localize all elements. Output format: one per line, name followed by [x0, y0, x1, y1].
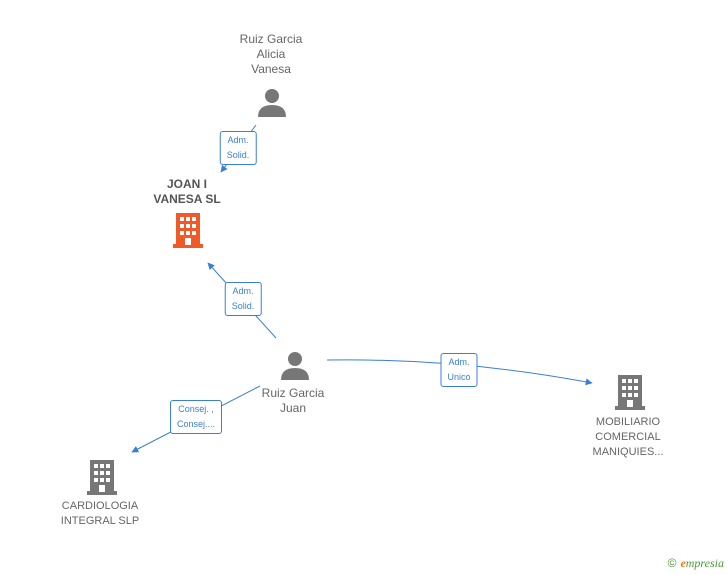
brand-logo-initial: e [680, 556, 686, 570]
person-icon[interactable] [257, 88, 287, 118]
node-label-ruiz-alicia[interactable]: Ruiz Garcia Alicia Vanesa [239, 32, 303, 76]
edge-badge-juan-to-mobiliario[interactable]: Adm. Unico [440, 353, 478, 387]
copyright-symbol: © [667, 556, 677, 570]
node-label-ruiz-juan[interactable]: Ruiz Garcia Juan [261, 386, 325, 415]
building-icon[interactable] [173, 213, 203, 248]
brand-logo-text: mpresia [685, 556, 724, 570]
node-label-mobiliario[interactable]: MOBILIARIO COMERCIAL MANIQUIES... [592, 416, 664, 458]
building-icon[interactable] [615, 375, 645, 410]
building-icon[interactable] [87, 460, 117, 495]
node-label-joan-vanesa[interactable]: JOAN I VANESA SL [153, 177, 221, 206]
edge-badge-alicia-to-joan[interactable]: Adm. Solid. [219, 131, 257, 165]
node-label-cardiologia[interactable]: CARDIOLOGIA INTEGRAL SLP [60, 500, 140, 527]
edge-badge-juan-to-cardiologia[interactable]: Consej. , Consej.... [169, 400, 223, 434]
edge-badge-juan-to-joan[interactable]: Adm. Solid. [224, 282, 262, 316]
person-icon[interactable] [280, 351, 310, 381]
brand-logo: ©empresia [668, 556, 724, 571]
